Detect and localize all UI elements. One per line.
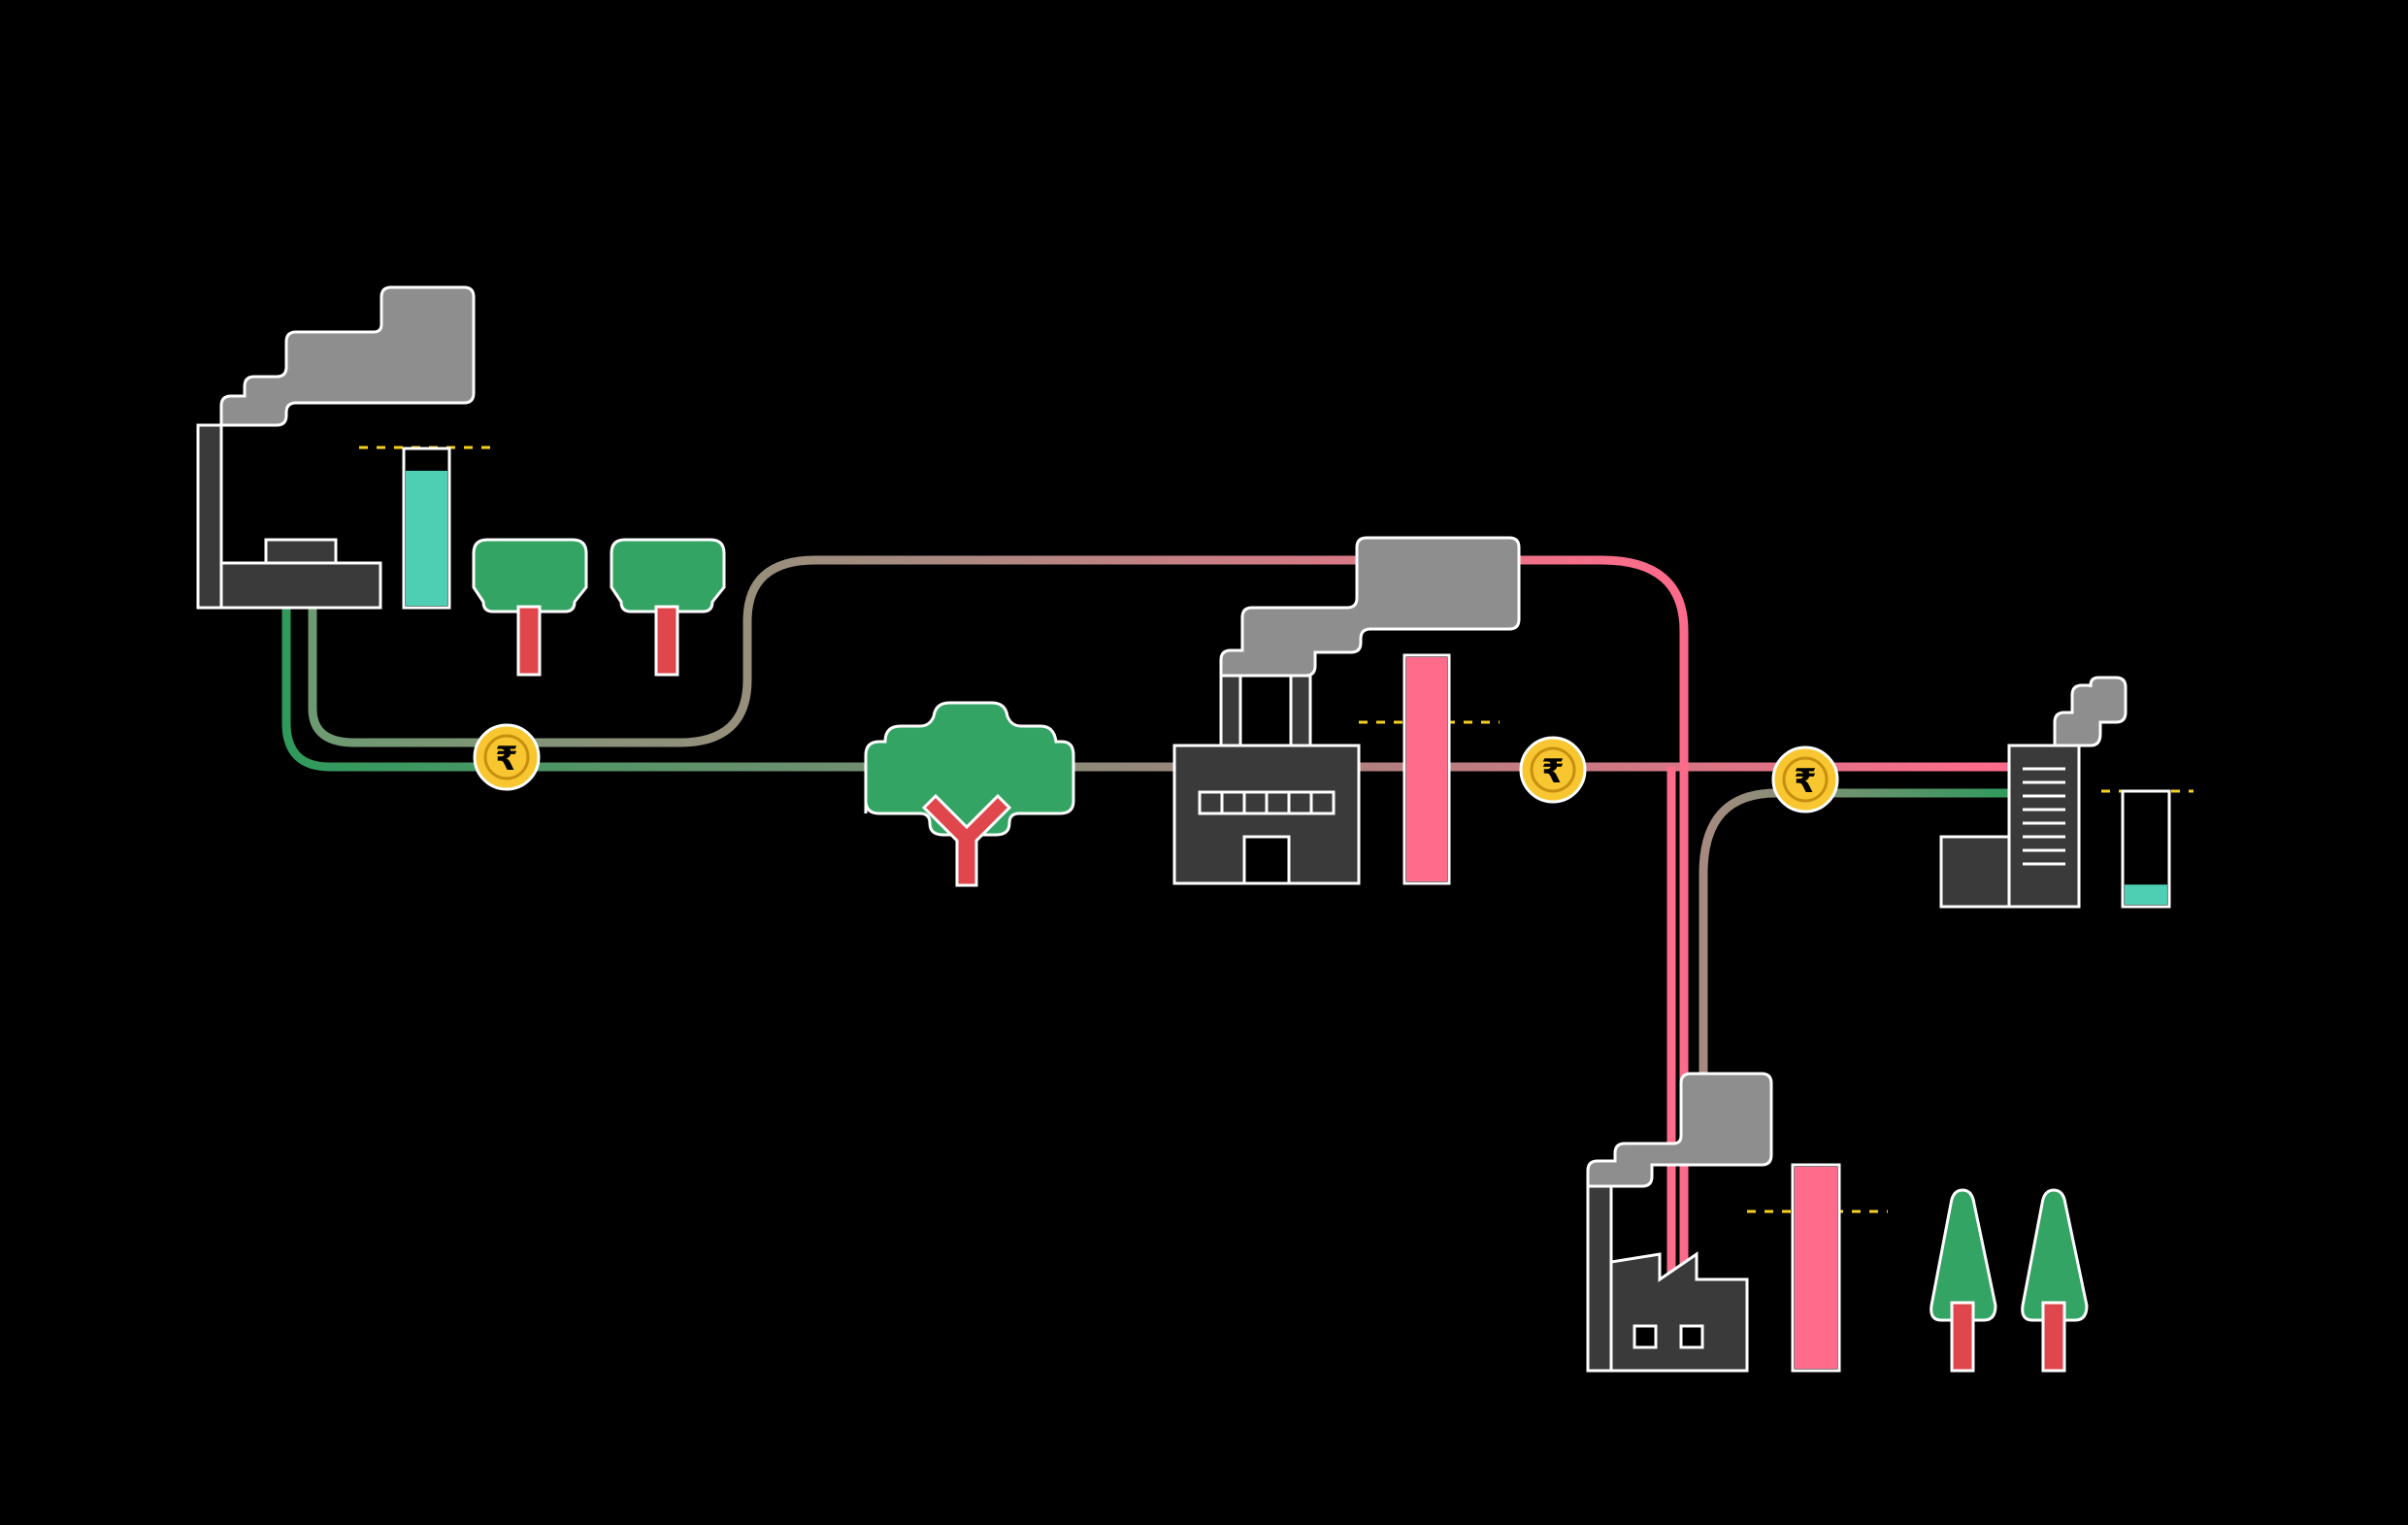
office-annex bbox=[1939, 835, 2011, 909]
factory-a-body bbox=[219, 561, 382, 610]
rupee-coin-icon[interactable]: ₹ bbox=[1771, 746, 1839, 813]
rupee-coin-icon[interactable]: ₹ bbox=[1519, 736, 1587, 804]
factory-d bbox=[1586, 1072, 2089, 1373]
coin-symbol: ₹ bbox=[495, 740, 518, 779]
round-tree-icon bbox=[610, 538, 726, 677]
factory-a bbox=[196, 285, 726, 677]
factory-a-teal-level bbox=[406, 470, 447, 606]
factory-d-chimney bbox=[1586, 1184, 1613, 1373]
factory-b bbox=[1172, 536, 1521, 885]
factory-b-chimney bbox=[1219, 674, 1242, 747]
factory-a-chimney bbox=[196, 423, 223, 610]
factory-d-window bbox=[1633, 1324, 1658, 1349]
factory-d-window bbox=[1679, 1324, 1704, 1349]
pine-tree-icon bbox=[1930, 1188, 1997, 1373]
pipe-a-to-d bbox=[308, 555, 1689, 1286]
factory-a-roof bbox=[264, 538, 338, 565]
factory-c-office bbox=[1939, 676, 2194, 909]
pipe-d-to-c bbox=[1699, 788, 2009, 1077]
office-tower bbox=[2007, 744, 2081, 909]
big-tree-icon bbox=[864, 701, 1075, 887]
meter-icon bbox=[2121, 789, 2171, 909]
meter-icon bbox=[1791, 1163, 1841, 1373]
smoke-icon bbox=[1219, 536, 1521, 678]
factory-b-windows bbox=[1198, 790, 1336, 815]
office-teal-level bbox=[2125, 884, 2167, 905]
factory-d-pink-level bbox=[1795, 1167, 1837, 1369]
meter-icon bbox=[402, 447, 451, 610]
office-tower-floors bbox=[2023, 767, 2065, 866]
factory-d-body bbox=[1609, 1251, 1749, 1373]
pine-tree-icon bbox=[2021, 1188, 2089, 1373]
factory-b-pink-level bbox=[1406, 657, 1447, 881]
rupee-coin-icon[interactable]: ₹ bbox=[473, 723, 541, 791]
smoke-icon bbox=[1586, 1072, 1773, 1188]
pipe-a-to-c bbox=[281, 602, 2014, 772]
round-tree-icon bbox=[472, 538, 588, 677]
coin-symbol: ₹ bbox=[1794, 762, 1817, 801]
pipes bbox=[281, 555, 2014, 1286]
smoke-icon bbox=[219, 285, 476, 427]
meter-icon bbox=[1402, 653, 1451, 885]
smoke-icon bbox=[2053, 676, 2128, 747]
factory-b-door bbox=[1242, 835, 1291, 885]
factory-b-chimney bbox=[1289, 674, 1312, 747]
coin-symbol: ₹ bbox=[1541, 752, 1565, 791]
